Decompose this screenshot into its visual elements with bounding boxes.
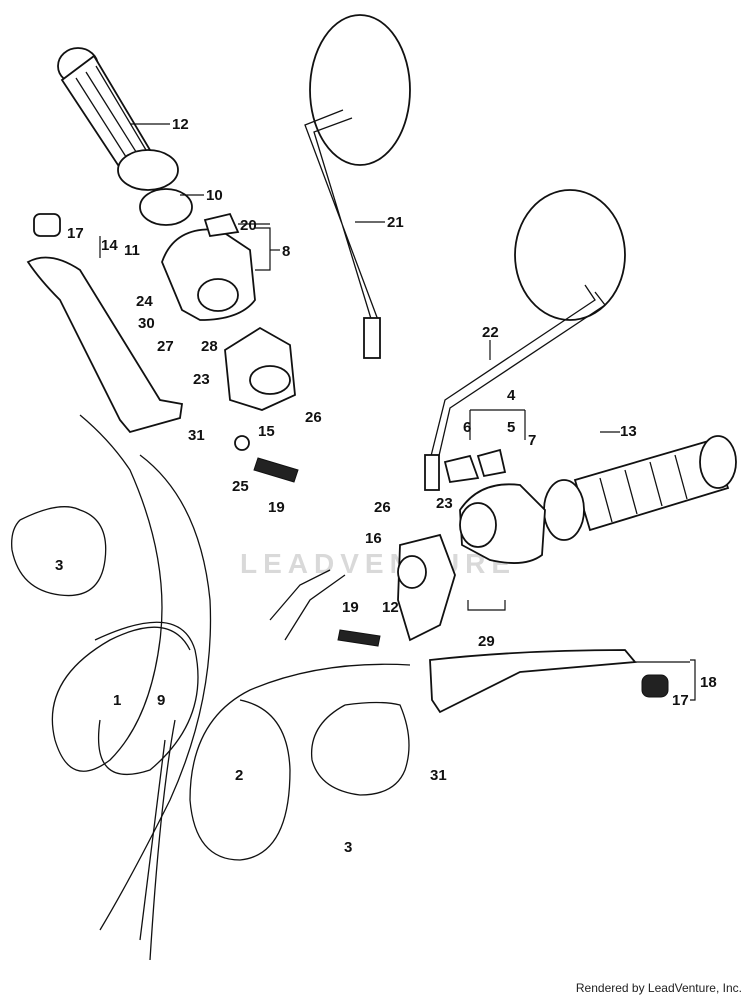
left-grip-drawing [57, 47, 193, 226]
leader-lines [99, 123, 696, 701]
right-mirror-drawing [424, 189, 626, 491]
callout-18: 18 [700, 674, 717, 691]
left-switch-housing-drawing [161, 212, 256, 321]
callout-25: 25 [232, 478, 249, 495]
callout-31b: 31 [430, 767, 447, 784]
callout-15: 15 [258, 423, 275, 440]
callout-19b: 19 [342, 599, 359, 616]
callout-31: 31 [188, 427, 205, 444]
right-lever-drawing [337, 533, 669, 714]
callout-20: 20 [240, 217, 257, 234]
callout-24: 24 [136, 293, 153, 310]
cable-coils-drawing [11, 414, 411, 961]
callout-5: 5 [507, 419, 515, 436]
callout-4: 4 [507, 387, 516, 404]
callout-7: 7 [528, 432, 536, 449]
callout-12b: 12 [382, 599, 399, 616]
right-grip-drawing [543, 435, 737, 541]
watermark-text: LEADVENTURE [240, 548, 517, 579]
callout-22: 22 [482, 324, 499, 341]
callout-23b: 23 [436, 495, 453, 512]
callout-26: 26 [305, 409, 322, 426]
callout-28: 28 [201, 338, 218, 355]
callout-29: 29 [478, 633, 495, 650]
callout-16: 16 [365, 530, 382, 547]
right-switch-housing-drawing [443, 448, 546, 564]
callout-12: 12 [172, 116, 189, 133]
callout-30: 30 [138, 315, 155, 332]
callout-26b: 26 [374, 499, 391, 516]
left-lever-holder-drawing [224, 326, 299, 483]
callout-3: 3 [55, 557, 63, 574]
callout-10: 10 [206, 187, 223, 204]
callout-11: 11 [124, 242, 140, 259]
callout-6: 6 [463, 419, 471, 436]
callout-14: 14 [101, 237, 118, 254]
callout-17b: 17 [672, 692, 689, 709]
callout-13: 13 [620, 423, 637, 440]
callout-19: 19 [268, 499, 285, 516]
callout-23: 23 [193, 371, 210, 388]
callout-9: 9 [157, 692, 165, 709]
callout-17: 17 [67, 225, 84, 242]
left-mirror-drawing [304, 14, 411, 359]
callout-8: 8 [282, 243, 290, 260]
callout-2: 2 [235, 767, 243, 784]
footer-credit: Rendered by LeadVenture, Inc. [575, 981, 742, 995]
callout-3b: 3 [344, 839, 352, 856]
callout-21: 21 [387, 214, 404, 231]
callout-1: 1 [113, 692, 121, 709]
callout-labels: 1 2 3 3 4 5 6 7 8 9 10 11 12 12 13 14 15… [55, 116, 717, 856]
left-lever-drawing [26, 213, 184, 434]
callout-27: 27 [157, 338, 174, 355]
